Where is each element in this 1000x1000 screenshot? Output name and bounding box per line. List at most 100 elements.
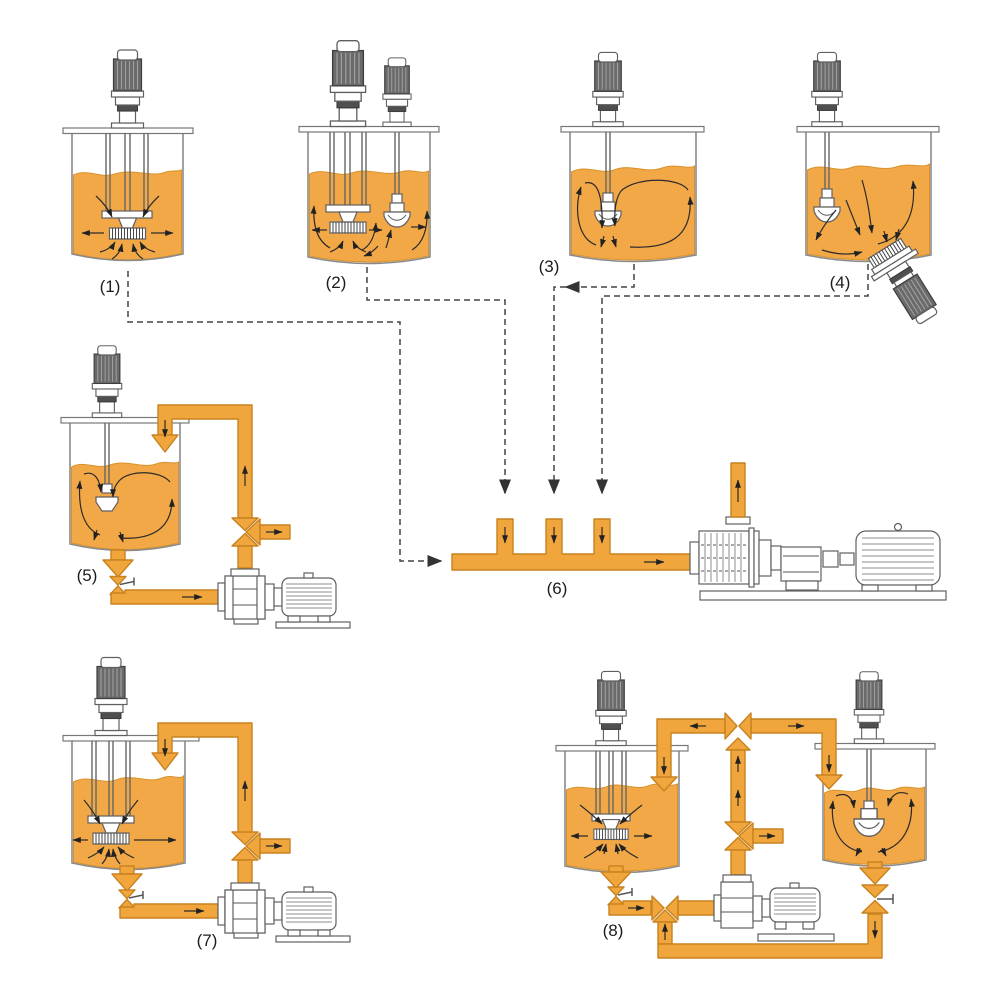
flow-arrows xyxy=(76,472,175,543)
label-5: (5) xyxy=(77,566,98,585)
system-6-inline-mixer-manifold: (6) xyxy=(451,462,947,601)
tank-lid xyxy=(796,125,940,133)
mixer-motor xyxy=(811,51,843,128)
baseplate xyxy=(699,590,947,601)
tank-lid xyxy=(298,125,440,133)
flow-arrows xyxy=(81,195,174,260)
bottom-entry-homogenizer xyxy=(867,237,938,325)
tank-outlet-pipe xyxy=(119,865,135,875)
discharge-flange xyxy=(725,516,751,525)
label-4: (4) xyxy=(830,273,851,292)
right-outlet-valve xyxy=(861,884,894,914)
right-return-tip xyxy=(815,774,843,790)
system-2-dual-mixer-tank: (2) xyxy=(298,40,440,292)
propeller-mixer xyxy=(594,132,622,227)
disperser-motor xyxy=(329,40,367,128)
high-shear-mixer xyxy=(325,132,371,234)
pump-suction-pipe xyxy=(677,900,715,916)
tank-liquid xyxy=(309,170,429,263)
pump-discharge-pipe xyxy=(237,859,253,885)
left-outlet-arrow xyxy=(600,871,632,889)
flow-arrows xyxy=(72,799,177,865)
outlet-arrow xyxy=(111,873,143,892)
label-1: (1) xyxy=(100,277,121,296)
dashed-transfer-lines xyxy=(127,264,869,567)
tank-lid xyxy=(62,734,200,742)
recirculation-pump xyxy=(218,883,350,942)
tank-lid xyxy=(62,127,194,135)
right-propeller-mixer xyxy=(853,749,885,837)
suction-three-way-valve xyxy=(651,895,679,923)
top-three-way-valve xyxy=(724,712,752,751)
propeller-motor xyxy=(382,57,412,128)
mixer-motor xyxy=(94,656,128,737)
outlet-arrow xyxy=(102,559,134,578)
system-1-high-shear-tank: (1) xyxy=(62,49,194,296)
right-flow-arrows xyxy=(829,792,915,857)
tank-outlet-pipe xyxy=(110,549,126,561)
flow-arrows xyxy=(310,205,431,257)
transfer-piping xyxy=(600,712,894,959)
dashed-line-tank1-to-manifold xyxy=(127,271,443,567)
transfer-pump xyxy=(713,874,835,942)
coupling xyxy=(822,550,839,568)
tank-shell xyxy=(569,132,697,263)
paddle-mixer xyxy=(95,423,119,512)
left-high-shear-mixer xyxy=(591,751,631,841)
dashed-line-tank3-to-manifold xyxy=(548,286,566,495)
left-return-pipe xyxy=(656,718,726,779)
label-2: (2) xyxy=(326,273,347,292)
left-mixer-motor xyxy=(595,670,627,747)
mixer-motor xyxy=(592,51,624,128)
right-return-pipe xyxy=(750,718,837,777)
label-3: (3) xyxy=(539,257,560,276)
dashed-line-tank4-to-manifold xyxy=(596,264,869,495)
system-5-recirculation-loop: (5) xyxy=(60,345,350,628)
tank-lid xyxy=(60,416,190,424)
left-return-tip xyxy=(650,776,678,792)
tank-shell xyxy=(805,132,932,263)
recirculation-piping xyxy=(111,722,290,919)
high-shear-mixer xyxy=(101,133,153,240)
mixer-motor xyxy=(91,345,123,419)
high-shear-mixer xyxy=(87,741,135,845)
lifting-eye-icon xyxy=(893,522,903,532)
pump-discharge-pipe xyxy=(730,849,746,876)
propeller-mixer xyxy=(383,132,411,228)
bearing-housing xyxy=(780,546,822,582)
tank-liquid xyxy=(571,165,695,261)
recirculation-pump xyxy=(218,569,350,628)
pump-discharge-pipe xyxy=(237,545,253,569)
drive-motor xyxy=(855,522,941,592)
system-3-propeller-tank: (3) xyxy=(539,51,705,276)
left-outlet-pipe xyxy=(608,865,624,873)
tank-liquid xyxy=(71,461,179,550)
tank-lid xyxy=(560,125,705,133)
right-outlet-arrow xyxy=(859,867,891,885)
label-6: (6) xyxy=(547,579,568,598)
inlet-flange xyxy=(689,541,700,575)
return-outlet-tip xyxy=(151,434,179,453)
system-4-tank-with-bottom-homogenizer: (4) xyxy=(796,51,940,325)
system-8-twin-tank-system: (8) xyxy=(555,670,936,959)
paddle-icon xyxy=(95,496,119,512)
label-8: (8) xyxy=(603,921,624,940)
label-7: (7) xyxy=(197,931,218,950)
mixer-motor xyxy=(110,49,145,129)
left-flow-arrows xyxy=(570,804,653,859)
flow-arrows xyxy=(575,179,694,248)
right-outlet-pipe xyxy=(867,861,883,869)
pump-base xyxy=(757,933,835,942)
bottom-transfer-pipe xyxy=(657,913,883,959)
system-7-high-shear-recirculation-loop: (7) xyxy=(62,656,350,950)
flow-arrows xyxy=(815,179,917,257)
propeller-mixer xyxy=(813,132,841,223)
dashed-line-tank2-to-manifold xyxy=(366,267,511,495)
recirculation-piping xyxy=(102,404,290,605)
inline-high-shear-mixer xyxy=(689,462,947,601)
dashed-line-tank3-segment xyxy=(564,264,635,293)
tank-shell xyxy=(71,133,184,262)
tank-shell xyxy=(307,132,431,265)
